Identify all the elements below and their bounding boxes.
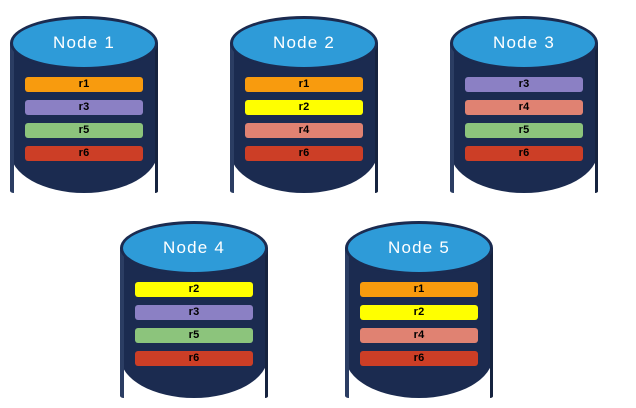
replica-bar[interactable]: r4 [245,123,363,138]
node-cylinder[interactable]: Node 5 r1 r2 r4 r6 [345,213,493,398]
replica-bar[interactable]: r6 [25,146,143,161]
replica-bar[interactable]: r2 [360,305,478,320]
node-cylinder[interactable]: Node 4 r2 r3 r5 r6 [120,213,268,398]
replica-label: r3 [188,306,200,318]
node-top-ellipse: Node 3 [450,16,598,70]
replica-label: r4 [298,124,310,136]
replica-label: r2 [413,306,425,318]
node-top-ellipse: Node 2 [230,16,378,70]
replica-stack: r3 r4 r5 r6 [450,77,598,161]
replica-bar[interactable]: r1 [245,77,363,92]
replica-label: r6 [78,147,90,159]
replica-stack: r2 r3 r5 r6 [120,282,268,366]
node-label: Node 5 [387,237,451,257]
replica-bar[interactable]: r6 [360,351,478,366]
replica-label: r2 [298,101,310,113]
replica-bar[interactable]: r5 [135,328,253,343]
replica-bar[interactable]: r4 [360,328,478,343]
replica-bar[interactable]: r5 [25,123,143,138]
replica-bar[interactable]: r6 [245,146,363,161]
replica-bar[interactable]: r1 [360,282,478,297]
replica-label: r5 [518,124,530,136]
node-top-ellipse: Node 4 [120,221,268,275]
node-top-ellipse: Node 1 [10,16,158,70]
replica-bar[interactable]: r2 [135,282,253,297]
node-top-ellipse: Node 5 [345,221,493,275]
replica-bar[interactable]: r1 [25,77,143,92]
node-cylinder[interactable]: Node 1 r1 r3 r5 r6 [10,8,158,193]
replica-bar[interactable]: r6 [135,351,253,366]
replica-bar[interactable]: r3 [465,77,583,92]
node-label: Node 2 [272,32,336,52]
node-label: Node 4 [162,237,226,257]
replica-bar[interactable]: r4 [465,100,583,115]
replica-label: r1 [298,78,310,90]
replica-label: r1 [78,78,90,90]
replica-label: r1 [413,283,425,295]
node-label: Node 3 [492,32,556,52]
replica-bar[interactable]: r5 [465,123,583,138]
node-label: Node 1 [52,32,116,52]
replica-label: r5 [78,124,90,136]
replica-stack: r1 r3 r5 r6 [10,77,158,161]
replica-label: r6 [298,147,310,159]
replica-bar[interactable]: r2 [245,100,363,115]
replica-label: r6 [518,147,530,159]
replica-label: r2 [188,283,200,295]
replica-bar[interactable]: r3 [25,100,143,115]
replica-label: r4 [518,101,530,113]
replica-label: r3 [518,78,530,90]
replica-label: r5 [188,329,200,341]
node-cylinder[interactable]: Node 3 r3 r4 r5 r6 [450,8,598,193]
replica-label: r6 [188,352,200,364]
replica-label: r6 [413,352,425,364]
replica-bar[interactable]: r6 [465,146,583,161]
replica-label: r3 [78,101,90,113]
replica-stack: r1 r2 r4 r6 [345,282,493,366]
replica-label: r4 [413,329,425,341]
node-cylinder[interactable]: Node 2 r1 r2 r4 r6 [230,8,378,193]
replica-bar[interactable]: r3 [135,305,253,320]
replica-stack: r1 r2 r4 r6 [230,77,378,161]
